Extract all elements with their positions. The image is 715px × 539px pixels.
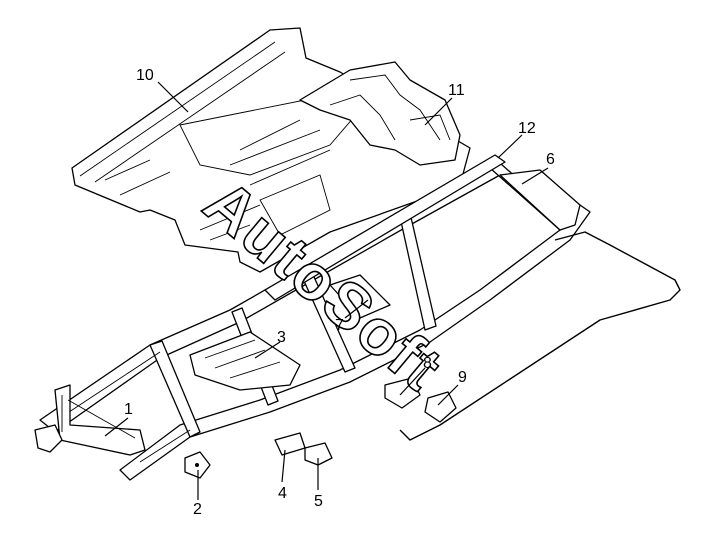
callout-3: 3 [277, 329, 286, 346]
floor-pan-part[interactable] [71, 27, 471, 273]
leader-7 [344, 299, 369, 319]
callout-8: 8 [423, 355, 432, 372]
chassis-frame[interactable] [39, 154, 591, 481]
callout-2: 2 [193, 501, 202, 518]
mount-bracket-4[interactable] [274, 432, 306, 456]
leader-1 [104, 417, 129, 437]
skid-plate-part[interactable] [189, 331, 301, 391]
front-bracket-part[interactable] [54, 384, 146, 456]
mount-bracket-9[interactable] [424, 391, 457, 423]
callout-1: 1 [124, 401, 133, 418]
leader-6 [521, 167, 549, 185]
callout-labels: 1 2 3 4 5 6 7 8 9 10 11 12 [124, 67, 555, 518]
leader-4 [281, 449, 286, 483]
callout-9: 9 [458, 369, 467, 386]
callout-12: 12 [518, 120, 536, 137]
callout-5: 5 [314, 493, 323, 510]
leader-10 [157, 81, 189, 113]
callout-7: 7 [335, 317, 344, 334]
center-plate-part[interactable] [329, 274, 391, 319]
callout-6: 6 [546, 151, 555, 168]
mount-bracket-5[interactable] [304, 442, 333, 466]
callout-10: 10 [136, 67, 154, 84]
leader-11 [424, 97, 453, 126]
leader-lines [104, 81, 549, 500]
leader-3 [254, 341, 281, 359]
seat-riser-part[interactable] [299, 61, 461, 166]
leader-12 [497, 134, 523, 159]
leader-8 [399, 367, 426, 396]
tow-hook-part [34, 424, 63, 453]
brake-line-part[interactable] [399, 231, 681, 441]
callout-11: 11 [448, 82, 465, 99]
leader-9 [437, 384, 459, 406]
callout-4: 4 [278, 485, 287, 502]
mount-bolt-icon [195, 463, 199, 467]
